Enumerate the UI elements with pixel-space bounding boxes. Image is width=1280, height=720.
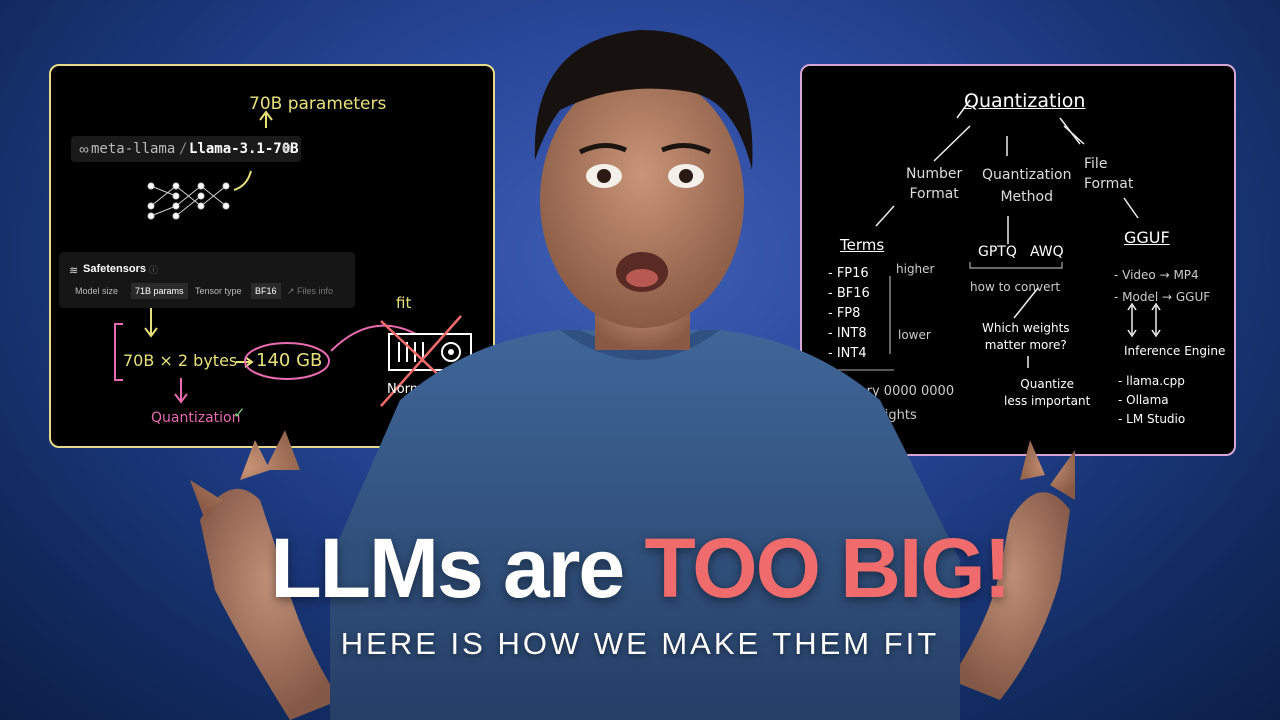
headline-accent: TOO BIG!: [644, 521, 1011, 615]
face: [540, 72, 744, 328]
params-annotation: 70B parameters: [249, 94, 387, 114]
down-arrow-icon: [144, 306, 158, 338]
meta-logo-icon: ∞: [79, 141, 89, 157]
hair: [534, 30, 753, 170]
calc-text: 70B × 2 bytes: [123, 351, 238, 370]
gguf-list: - Video → MP4- Model → GGUF: [1114, 268, 1211, 304]
headline: LLMs are TOO BIG!: [0, 520, 1280, 617]
binary-text: mary 0000 0000: [846, 384, 955, 399]
check-icon: ✓: [233, 404, 246, 422]
branch-arrow-right: [1063, 125, 1085, 145]
branch-arrow-left: [933, 125, 971, 162]
model-size-label: Model size: [75, 286, 119, 296]
right-eye: [668, 164, 704, 188]
quantization-annotation: Quantization: [151, 410, 241, 426]
gptq-label: GPTQ: [978, 244, 1017, 260]
weights-text: e weights: [854, 408, 917, 423]
updown-arrow-icon: [1127, 302, 1137, 338]
calc-bracket: [114, 323, 123, 381]
tensor-type-value: BF16: [251, 283, 281, 299]
engines-list: - llama.cpp - Ollama - LM Studio: [1118, 374, 1186, 426]
safetensors-card: ≋ Safetensors ⓘ Model size 71B params Te…: [59, 252, 355, 308]
awq-label: AWQ: [1030, 244, 1064, 260]
safetensors-title: Safetensors: [83, 263, 146, 275]
network-arrow: [233, 170, 252, 191]
lower-label: lower: [898, 328, 931, 342]
result-circle: [244, 342, 330, 380]
files-info-link[interactable]: ↗ Files info: [287, 286, 334, 296]
inference-engine-title: Inference Engine: [1124, 344, 1226, 358]
result-text: 140 GB: [256, 350, 323, 371]
how-to-convert: how to convert: [970, 280, 1061, 294]
gguf-title: GGUF: [1124, 228, 1170, 247]
repo-owner: meta-llama: [91, 141, 176, 157]
repo-header: ∞ meta-llama / Llama-3.1-70B ⧉: [71, 136, 301, 162]
model-size-value: 71B params: [131, 283, 188, 299]
fit-annotation: fit: [396, 294, 412, 312]
equals-arrow: [236, 356, 254, 368]
right-board-drawings: [824, 99, 1161, 371]
mouth: [616, 252, 668, 292]
params-arrow: [259, 110, 273, 128]
quantization-arrow: [174, 378, 188, 404]
terms-title: Terms: [840, 236, 885, 254]
left-whiteboard-panel: 70B parameters ∞ meta-llama / Llama-3.1-…: [49, 64, 495, 448]
headline-part1: LLMs are: [270, 521, 645, 615]
fit-arrow: [330, 324, 417, 352]
neural-network-icon: [147, 182, 230, 220]
copy-icon[interactable]: ⧉: [283, 141, 292, 155]
info-icon[interactable]: ⓘ: [149, 265, 159, 275]
tensor-type-label: Tensor type: [195, 286, 242, 296]
repo-name: Llama-3.1-70B: [189, 141, 299, 157]
higher-label: higher: [896, 262, 935, 276]
layers-icon: ≋: [69, 265, 79, 277]
left-eye: [586, 164, 622, 188]
neck: [595, 270, 690, 350]
quantization-title: Quantization: [964, 90, 1086, 112]
terms-list: - FP16 - BF16 - FP8 - INT8 - INT4: [828, 266, 870, 361]
subheadline: HERE IS HOW WE MAKE THEM FIT: [340, 626, 940, 661]
gpu-label: Normal GPU: [387, 382, 466, 397]
